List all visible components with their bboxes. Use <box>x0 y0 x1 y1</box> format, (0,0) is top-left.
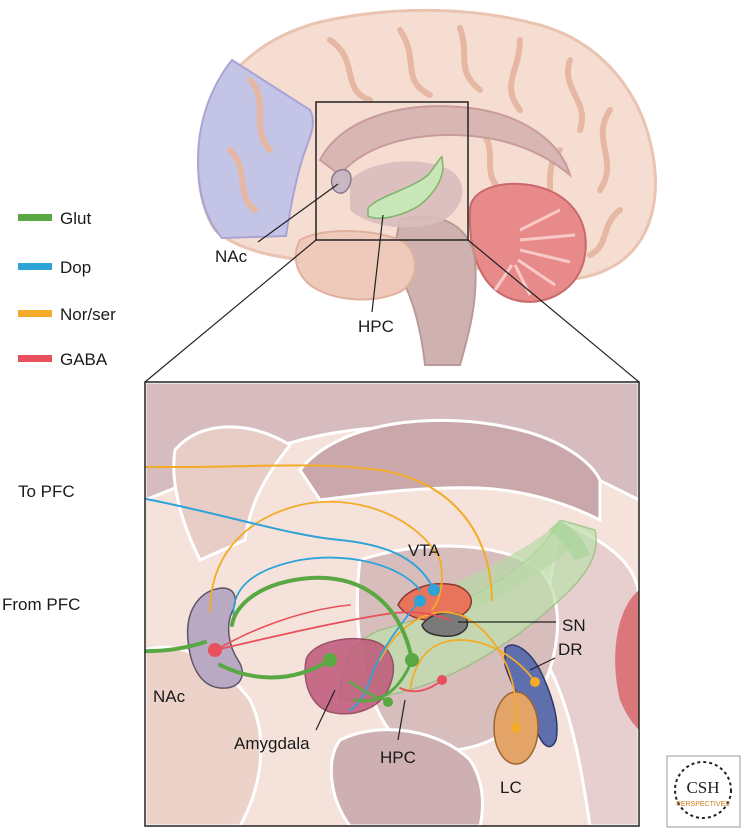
inset-left-curve <box>172 425 293 562</box>
inset-corpus-callosum <box>298 418 602 523</box>
legend-swatch-gaba <box>18 355 52 362</box>
inset-panel: To PFC From PFC VTA SN DR NAc Amygdala H… <box>2 381 640 827</box>
label-from-pfc: From PFC <box>2 595 80 614</box>
legend-label-dop: Dop <box>60 258 91 277</box>
legend: Glut Dop Nor/ser GABA <box>18 209 116 369</box>
zoom-region <box>315 101 469 241</box>
inset-bottom-center <box>329 728 484 826</box>
inset-cerebellum-edge <box>615 590 639 730</box>
soma-vta-dop-2 <box>414 595 426 607</box>
legend-swatch-dop <box>18 263 52 270</box>
logo-main: CSH <box>686 778 719 797</box>
logo-sub: PERSPECTIVES <box>676 801 730 808</box>
cerebellum <box>468 182 587 303</box>
soma-dr <box>530 677 540 687</box>
soma-vta-dop-1 <box>428 584 440 596</box>
soma-lc <box>511 723 521 733</box>
path-gaba <box>214 611 451 651</box>
inset-sn <box>421 611 469 637</box>
label-to-pfc: To PFC <box>18 482 75 501</box>
label-dr: DR <box>558 640 583 659</box>
hpc-top <box>367 156 444 219</box>
temporal-lobe <box>294 230 416 301</box>
legend-label-norser: Nor/ser <box>60 305 116 324</box>
label-nac: NAc <box>153 687 186 706</box>
label-hpc-top: HPC <box>358 317 394 336</box>
soma-hpc-glut-2 <box>383 697 393 707</box>
label-nac-top: NAc <box>215 247 248 266</box>
legend-swatch-glut <box>18 214 52 221</box>
label-vta: VTA <box>408 541 440 560</box>
prefrontal-cortex <box>196 58 314 240</box>
neuron-somata <box>208 584 540 733</box>
soma-hpc-glut <box>405 653 419 667</box>
soma-gaba-2 <box>437 675 447 685</box>
path-norser-to-pfc <box>145 464 493 601</box>
soma-amygdala-glut <box>323 653 337 667</box>
nac-top <box>330 168 352 194</box>
label-amygdala: Amygdala <box>234 734 310 753</box>
legend-label-gaba: GABA <box>60 350 108 369</box>
label-sn: SN <box>562 616 586 635</box>
inset-nac <box>186 587 243 689</box>
label-lc: LC <box>500 778 522 797</box>
soma-nac-gaba <box>208 643 222 657</box>
brain-sagittal: NAc HPC <box>144 8 657 383</box>
csh-perspectives-logo: CSH PERSPECTIVES <box>666 755 741 828</box>
path-dop-to-pfc <box>145 497 435 591</box>
legend-label-glut: Glut <box>60 209 91 228</box>
brainstem <box>390 215 477 366</box>
label-hpc: HPC <box>380 748 416 767</box>
pathways <box>145 464 536 729</box>
path-glut-from-pfc <box>145 640 207 654</box>
corpus-callosum <box>318 105 572 178</box>
legend-swatch-norser <box>18 310 52 317</box>
